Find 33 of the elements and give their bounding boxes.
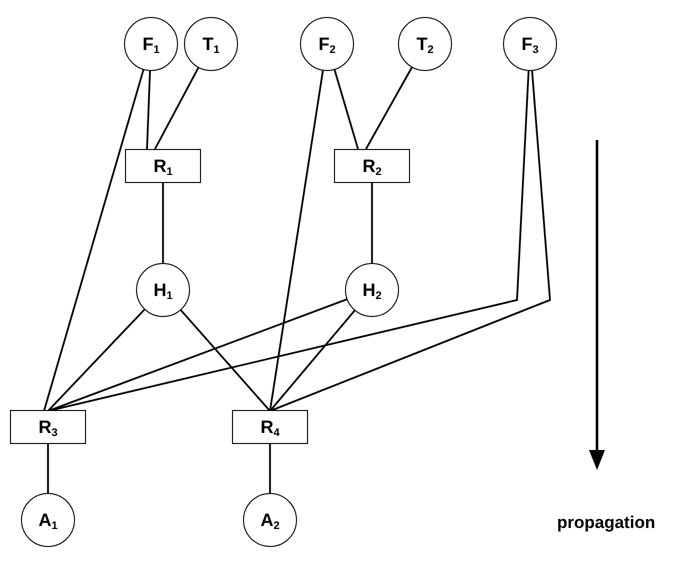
connector-line: [269, 444, 271, 493]
rectangle-node: [10, 410, 86, 444]
node-label: F$_{1}$: [142, 35, 160, 53]
connector-line: [43, 70, 144, 412]
node-label: A$_{2}$: [260, 511, 280, 529]
connector-line: [154, 67, 200, 150]
node-label: R$_{3}$: [38, 418, 58, 436]
connector-line: [334, 70, 359, 150]
node-label: A$_{1}$: [38, 511, 58, 529]
connector-line: [269, 70, 324, 412]
node-label: R$_{2}$: [362, 157, 382, 175]
connector-line: [146, 70, 151, 150]
connector-line: [365, 67, 413, 150]
rectangle-node: [232, 410, 308, 444]
connector-line: [47, 308, 146, 412]
connector-line: [47, 444, 49, 493]
caption-text: propagation: [557, 512, 656, 534]
connector-line: [162, 183, 164, 263]
node-label: F$_{3}$: [521, 35, 539, 53]
node-label: H$_{1}$: [153, 281, 173, 299]
rectangle-node: [334, 149, 410, 183]
rectangle-node: [125, 149, 201, 183]
node-label: H$_{2}$: [362, 281, 382, 299]
connector-line: [270, 70, 551, 412]
node-label: T$_{1}$: [202, 35, 220, 53]
node-label: T$_{2}$: [416, 35, 434, 53]
connector-line: [180, 310, 271, 412]
connector-line: [48, 298, 348, 412]
connector-line: [269, 310, 356, 412]
connector-line: [371, 183, 373, 263]
node-label: R$_{1}$: [153, 157, 173, 175]
node-label: R$_{4}$: [260, 418, 280, 436]
node-label: F$_{2}$: [318, 35, 336, 53]
